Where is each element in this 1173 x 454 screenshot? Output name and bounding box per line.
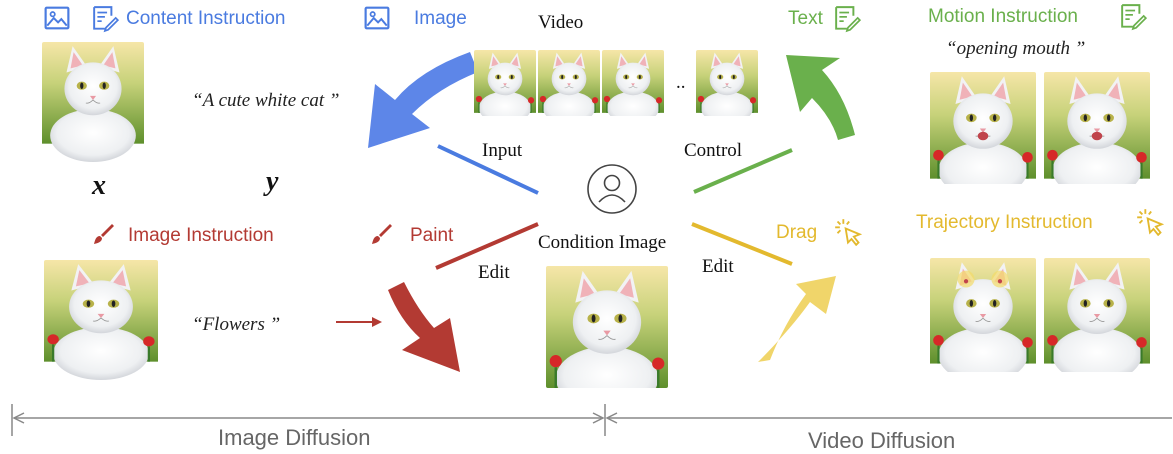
image-label: Image — [414, 8, 467, 29]
cursor-click-icon — [1136, 208, 1163, 236]
video-frame — [538, 50, 600, 116]
condition-image-label: Condition Image — [538, 232, 667, 253]
paint-brush-icon — [372, 224, 392, 244]
edit-label-left: Edit — [478, 262, 510, 283]
x-symbol: x — [92, 170, 106, 201]
text-edit-icon — [835, 6, 861, 32]
diffusion-scale-bar — [11, 404, 1172, 436]
motion-frame — [930, 72, 1036, 184]
y-symbol: y — [266, 166, 279, 197]
video-frame — [474, 50, 536, 116]
input-line — [437, 144, 539, 195]
paint-arrow — [388, 282, 460, 372]
text-label: Text — [788, 8, 823, 29]
video-label: Video — [538, 12, 584, 33]
control-line — [693, 148, 793, 194]
input-label: Input — [482, 140, 523, 161]
edit-label-right: Edit — [702, 256, 734, 277]
edit-left-line — [435, 222, 539, 270]
image-icon — [364, 6, 390, 30]
video-frame — [602, 50, 664, 116]
text-edit-icon — [1121, 4, 1147, 30]
drag-label: Drag — [776, 222, 818, 243]
cursor-click-icon — [834, 218, 861, 246]
motion-frame — [1044, 72, 1150, 184]
motion-instruction-heading: Motion Instruction — [928, 6, 1078, 27]
drag-arrow — [758, 276, 836, 362]
cat-caption: “A cute white cat ” — [192, 90, 340, 111]
text-arrow — [786, 55, 855, 140]
flowers-caption: “Flowers ” — [192, 314, 281, 335]
image-arrow — [368, 52, 478, 148]
user-icon — [587, 164, 637, 214]
video-ellipsis: .. — [676, 72, 686, 93]
flowers-arrow — [336, 317, 382, 327]
edit-right-line — [691, 222, 793, 266]
content-instruction-heading: Content Instruction — [126, 8, 286, 29]
trajectory-instruction-heading: Trajectory Instruction — [916, 212, 1093, 233]
condition-image — [546, 266, 668, 388]
trajectory-frame — [1044, 258, 1150, 372]
control-label: Control — [684, 140, 743, 161]
image-diffusion-label: Image Diffusion — [218, 425, 371, 450]
motion-caption: “opening mouth ” — [946, 38, 1086, 59]
image-instruction-heading: Image Instruction — [128, 225, 274, 246]
video-frame — [696, 50, 758, 116]
video-diffusion-label: Video Diffusion — [808, 428, 956, 453]
trajectory-frame — [930, 258, 1036, 372]
paint-label: Paint — [410, 225, 454, 246]
